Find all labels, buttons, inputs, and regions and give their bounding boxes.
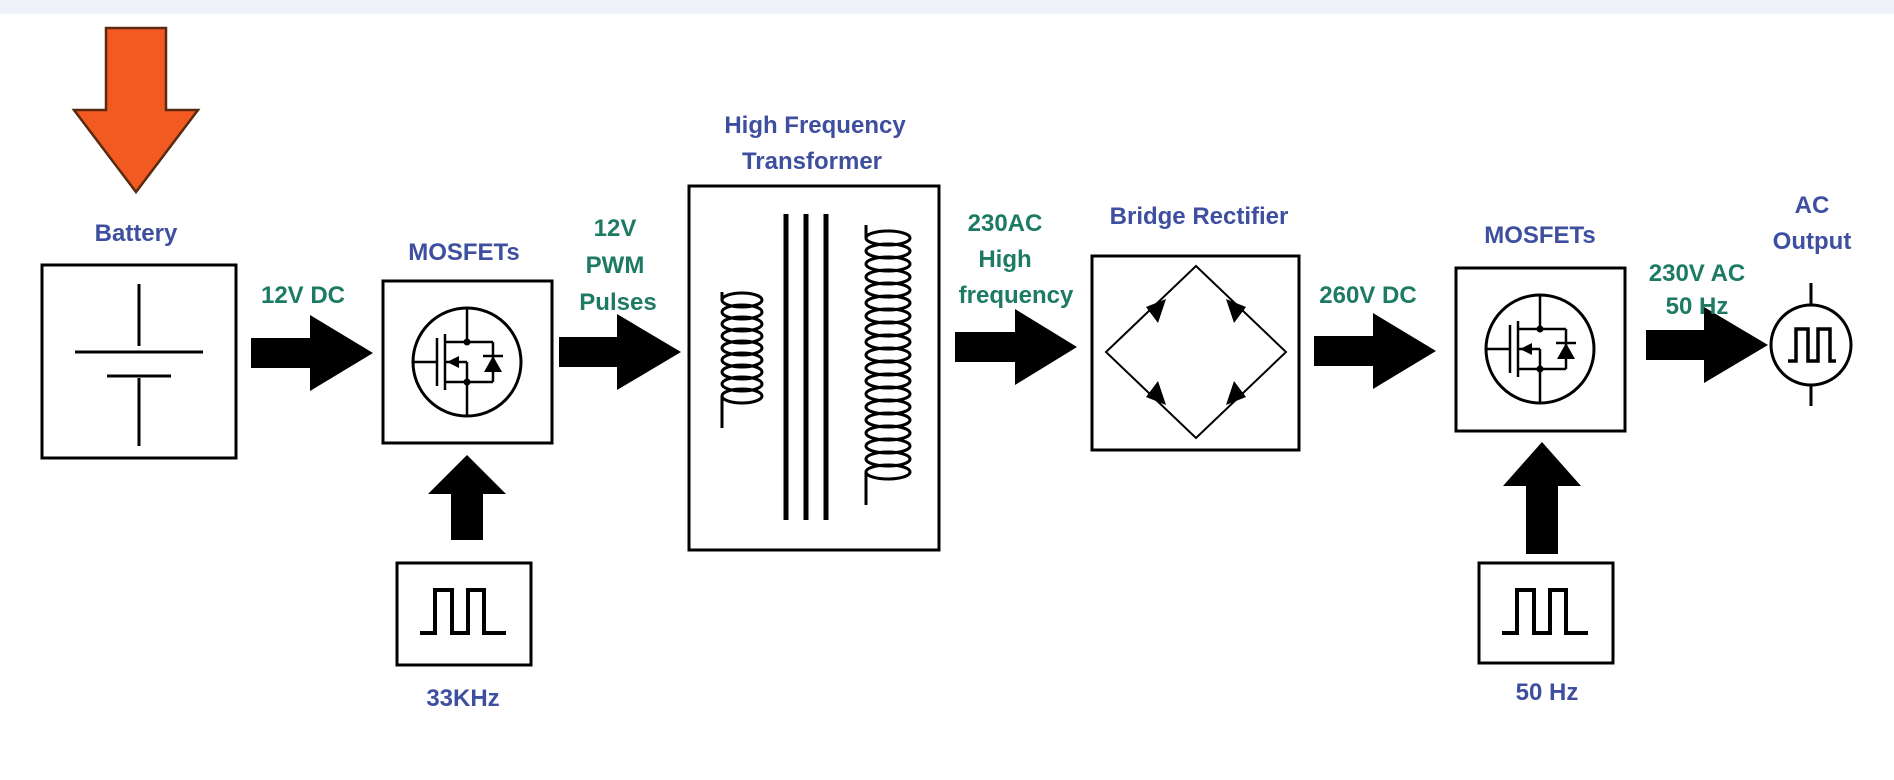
signal-ac-line1: 230V AC xyxy=(1649,260,1746,287)
signal-12v-dc: 12V DC xyxy=(261,282,345,309)
secondary-coil-icon xyxy=(864,225,912,505)
top-band xyxy=(0,0,1894,14)
coil-turn xyxy=(720,339,764,357)
transformer-label-line2: Transformer xyxy=(742,148,882,175)
signal-hf-line2: High xyxy=(978,246,1031,273)
arrow-osc-to-mosfets-1 xyxy=(428,455,506,540)
bridge-rectifier-label: Bridge Rectifier xyxy=(1110,203,1289,230)
coil-turn xyxy=(720,375,764,393)
signal-pwm-line1: 12V xyxy=(594,215,637,242)
ac-output-label-line1: AC xyxy=(1795,192,1830,219)
signal-hf-line3: frequency xyxy=(959,282,1074,309)
oscillator-50hz-block xyxy=(1477,561,1615,665)
arrow-bridge-to-mosfets xyxy=(1314,313,1436,389)
osc-33khz-label: 33KHz xyxy=(426,685,499,712)
transformer-label-line1: High Frequency xyxy=(724,112,906,139)
coil-turn xyxy=(720,315,764,333)
arrow-mosfets-to-transformer xyxy=(559,314,681,390)
signal-pwm-line3: Pulses xyxy=(579,289,656,316)
ac-source-icon xyxy=(1769,283,1853,406)
mosfets-2-label: MOSFETs xyxy=(1484,222,1596,249)
arrow-transformer-to-bridge xyxy=(955,309,1077,385)
mosfet-icon xyxy=(411,306,523,418)
battery-symbol-icon xyxy=(75,284,203,446)
primary-coil-icon xyxy=(720,291,764,428)
osc-50hz-label: 50 Hz xyxy=(1516,679,1579,706)
signal-260v-dc: 260V DC xyxy=(1319,282,1416,309)
square-wave-icon xyxy=(1502,588,1588,635)
oscillator-33khz-block xyxy=(395,561,533,667)
signal-ac-line2: 50 Hz xyxy=(1666,293,1729,320)
signal-pwm-line2: PWM xyxy=(586,252,645,279)
power-input-arrow xyxy=(71,26,201,195)
ac-output-label-line2: Output xyxy=(1773,228,1852,255)
signal-hf-line1: 230AC xyxy=(968,210,1043,237)
transformer-core-icon xyxy=(783,214,829,520)
arrow-battery-to-mosfets xyxy=(251,315,373,391)
transformer-block xyxy=(687,184,941,552)
coil-turn xyxy=(720,327,764,345)
mosfets-1-label: MOSFETs xyxy=(408,239,520,266)
coil-turn xyxy=(720,303,764,321)
arrow-osc-to-mosfets-2 xyxy=(1503,442,1581,554)
mosfet-icon xyxy=(1484,293,1596,405)
coil-turn xyxy=(720,351,764,369)
bridge-rectifier-block xyxy=(1090,254,1301,452)
battery-label: Battery xyxy=(95,220,178,247)
coil-turn xyxy=(720,363,764,381)
square-wave-icon xyxy=(420,588,506,635)
diode-bridge-icon xyxy=(1104,264,1288,440)
arrow-mosfets-to-output xyxy=(1646,307,1768,383)
